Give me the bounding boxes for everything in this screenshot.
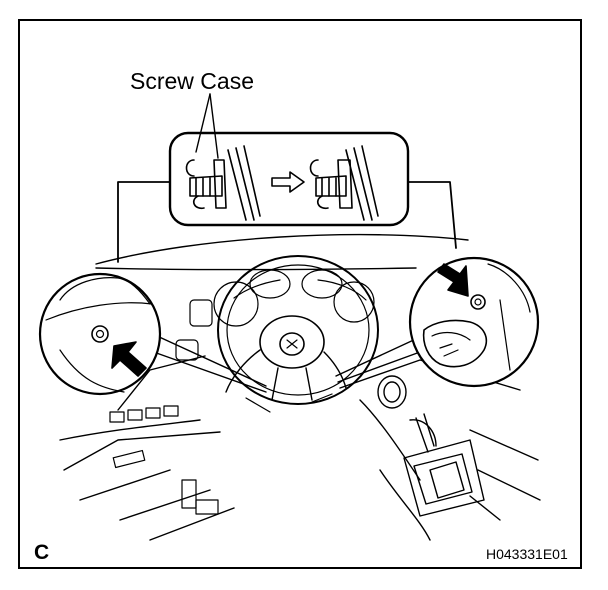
instrument-cluster [213, 269, 375, 327]
screw-case-label: Screw Case [130, 68, 254, 94]
zoom-leader-lines [143, 329, 421, 393]
figure-code: H043331E01 [486, 546, 568, 562]
screw-case-after-view [309, 145, 379, 221]
screw-case-detail-box [168, 93, 410, 227]
steering-wheel [217, 255, 379, 413]
screw-case-before-view [185, 145, 261, 221]
detail-leader-lines [117, 181, 457, 263]
right-arrow-icon [271, 171, 305, 193]
right-pointer-arrow-icon [437, 263, 469, 297]
center-console [377, 375, 485, 517]
screw-case-callout-lines [195, 93, 219, 159]
figure-letter: C [34, 541, 50, 564]
left-switch-panel [109, 299, 219, 515]
right-zoom-circle [408, 256, 540, 388]
left-pointer-arrow-icon [111, 341, 147, 377]
dashboard-outline [59, 233, 541, 541]
left-zoom-circle [38, 272, 162, 396]
